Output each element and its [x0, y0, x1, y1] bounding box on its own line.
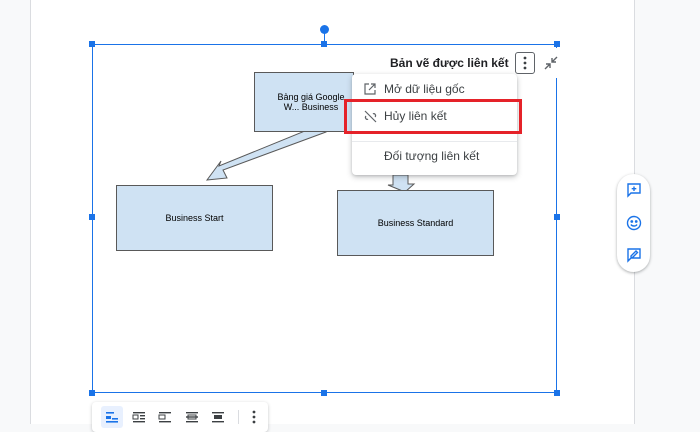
behind-text-icon[interactable] [181, 406, 203, 428]
menu-item-open-source-label: Mở dữ liệu gốc [384, 82, 465, 96]
shape-top-box-label: Bảng giá Google W... Business [277, 92, 345, 112]
resize-handle-top[interactable] [321, 41, 327, 47]
resize-handle-left[interactable] [89, 214, 95, 220]
more-vert-icon[interactable] [243, 406, 265, 428]
break-text-icon[interactable] [154, 406, 176, 428]
rotation-handle[interactable] [320, 25, 329, 34]
linked-drawing-title: Bản vẽ được liên kết [390, 56, 509, 70]
shape-right-box[interactable]: Business Standard [337, 190, 494, 256]
menu-divider [352, 141, 517, 142]
add-comment-icon[interactable] [624, 180, 644, 200]
shape-top-box[interactable]: Bảng giá Google W... Business [254, 72, 354, 132]
resize-handle-bottom-right[interactable] [554, 390, 560, 396]
menu-item-open-source[interactable]: Mở dữ liệu gốc [352, 76, 517, 102]
menu-item-link-object-label: Đối tượng liên kết [384, 149, 480, 163]
arrow-to-left-box [205, 123, 327, 181]
more-vert-icon[interactable] [514, 52, 535, 74]
toolbar-separator [238, 410, 239, 424]
shape-right-box-label: Business Standard [377, 218, 454, 228]
wrap-text-icon[interactable] [128, 406, 150, 428]
wrap-inline-icon[interactable] [101, 406, 123, 428]
resize-handle-bottom-left[interactable] [89, 390, 95, 396]
image-wrap-toolbar [92, 402, 268, 432]
in-front-text-icon[interactable] [207, 406, 229, 428]
resize-handle-right[interactable] [554, 214, 560, 220]
open-external-icon [363, 82, 377, 96]
collapse-icon[interactable] [541, 52, 561, 74]
shape-left-box[interactable]: Business Start [116, 185, 273, 251]
resize-handle-top-left[interactable] [89, 41, 95, 47]
suggest-edit-icon[interactable] [624, 245, 644, 265]
arrow-to-right-box [387, 174, 416, 193]
side-action-panel [617, 174, 650, 272]
linked-drawing-bar: Bản vẽ được liên kết [380, 48, 567, 78]
menu-item-unlink-label: Hủy liên kết [384, 109, 447, 123]
linked-drawing-menu: Mở dữ liệu gốc Hủy liên kết Đối tượng li… [352, 74, 517, 175]
highlight-annotation [344, 99, 522, 134]
resize-handle-bottom[interactable] [321, 390, 327, 396]
resize-handle-top-right[interactable] [554, 41, 560, 47]
emoji-icon[interactable] [624, 213, 644, 233]
menu-item-unlink[interactable]: Hủy liên kết [352, 103, 517, 129]
unlink-icon [363, 109, 377, 123]
shape-left-box-label: Business Start [165, 213, 224, 223]
menu-item-link-object[interactable]: Đối tượng liên kết [352, 143, 517, 169]
rotation-handle-stem [324, 30, 325, 44]
